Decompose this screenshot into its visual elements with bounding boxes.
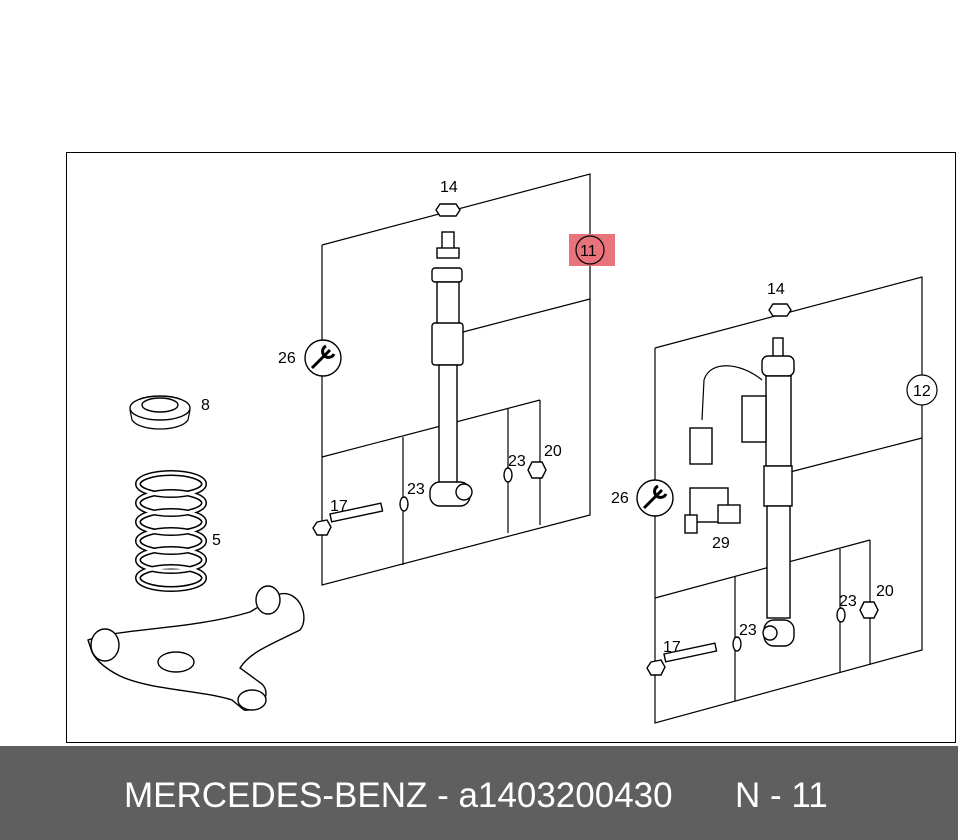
spring-pad	[129, 395, 191, 430]
callout-8: 8	[201, 397, 210, 414]
callout-26-right: 26	[611, 490, 629, 507]
right-shock-assembly	[636, 276, 938, 724]
caption-brand-part: MERCEDES-BENZ - a1403200430	[124, 776, 673, 815]
right-shock-absorber	[689, 337, 795, 647]
callout-20-left: 20	[544, 443, 562, 460]
left-shock-absorber	[429, 231, 473, 507]
callout-5: 5	[212, 532, 221, 549]
left-shock-assembly	[304, 173, 615, 586]
left-nut	[527, 461, 547, 479]
callout-23-right-a: 23	[739, 622, 757, 639]
right-torque-wrench-icon	[636, 479, 674, 517]
caption-diagram-ref: N - 11	[735, 776, 828, 815]
callout-circle-12	[906, 374, 938, 406]
callout-circle-11	[575, 235, 605, 265]
callout-14-right: 14	[767, 281, 785, 298]
callout-14-left: 14	[440, 179, 458, 196]
right-nut	[859, 601, 879, 619]
right-bracket	[684, 487, 741, 534]
callout-23-left-a: 23	[407, 481, 425, 498]
callout-17-left: 17	[330, 498, 348, 515]
callout-11: 11	[580, 243, 597, 260]
callout-12: 12	[913, 383, 931, 400]
caption-bar	[0, 746, 958, 840]
diagram-frame	[66, 152, 956, 743]
right-washer-b	[836, 607, 846, 623]
callout-17-right: 17	[663, 639, 681, 656]
left-bolt	[312, 502, 384, 536]
left-torque-wrench-icon	[304, 339, 342, 377]
control-arm	[87, 585, 305, 711]
left-washer-b	[503, 467, 513, 483]
right-top-nut	[768, 303, 792, 317]
callout-20-right: 20	[876, 583, 894, 600]
left-top-nut	[435, 203, 461, 217]
parts-diagram: 14 11 26 8 5 17 23 23 20 14 12 26 29 17 …	[87, 173, 938, 724]
right-washer-a	[732, 636, 742, 652]
highlight-box	[569, 234, 615, 266]
callout-29: 29	[712, 535, 730, 552]
callout-23-right-b: 23	[839, 593, 857, 610]
right-bolt	[646, 642, 718, 676]
callout-23-left-b: 23	[508, 453, 526, 470]
left-washer-a	[399, 496, 409, 512]
callout-26-left: 26	[278, 350, 296, 367]
coil-spring-inner	[136, 471, 206, 591]
